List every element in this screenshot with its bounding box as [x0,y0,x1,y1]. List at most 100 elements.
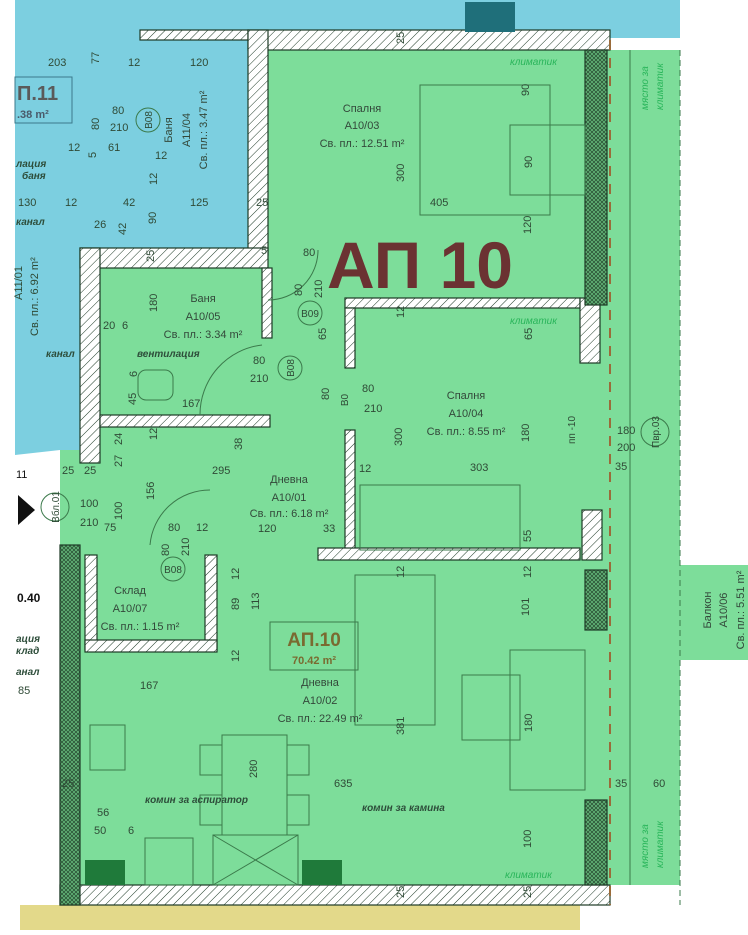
dimension-label: 26 [94,219,106,231]
dimension-label: 130 [18,197,36,209]
neighbor-room-area: Св. пл.: 6.92 m² [29,257,41,336]
dimension-label: 6 [128,825,134,837]
door-tag: B0 [340,393,351,406]
dimension-label: 180 [148,294,160,312]
dimension-label: 12 [155,150,167,162]
door-tag: B08 [164,565,182,576]
dimension-label: 5 [261,245,267,257]
dimension-label: 27 [113,455,125,467]
dimension-label: 180 [520,424,532,442]
furniture [85,2,586,886]
neighbor-area: .38 m² [17,109,49,121]
dimension-label: 203 [48,57,66,69]
storage-vent-note: ация [16,634,40,645]
ac-note: климатик [510,57,558,68]
room-code: A10/03 [345,120,380,132]
dimension-label: 12 [230,568,242,580]
room-area: Св. пл.: 3.47 m² [198,90,210,169]
dimension-label: 80 [160,544,172,556]
room-balcony-a10-06: Балкон A10/06 Св. пл.: 5.51 m² [702,570,747,649]
door-tag: B09 [301,309,319,320]
ac-note: климатик [505,870,553,881]
walls [59,29,681,906]
dimension-label: 210 [110,122,128,134]
channel-note: анал [16,667,40,678]
dimension-label: 33 [323,523,335,535]
room-area: Св. пл.: 3.34 m² [164,329,243,341]
window-tag: Пвр.03 [651,416,662,448]
room-code: A10/01 [272,492,307,504]
room-area: Св. пл.: 5.51 m² [735,570,747,649]
dimension-label: 100 [80,498,98,510]
bath-vent-note: баня [22,170,46,182]
dimension-label: 90 [520,84,532,96]
dimension-label: 89 [230,598,242,610]
room-code: A10/04 [449,408,484,420]
dimension-label: 125 [190,197,208,209]
dimension-label: 35 [615,461,627,473]
apartment-area-box: АП.10 70.42 m² [269,621,359,671]
dimension-label: 80 [293,284,305,296]
room-living-a10-01: Дневна A10/01 Св. пл.: 6.18 m² [250,474,329,520]
dimension-label: 280 [248,760,260,778]
dimension-label: 5 [87,152,99,158]
dimension-label: 6 [122,320,128,332]
dimension-label: 65 [317,328,329,340]
dimension-label: 120 [522,216,534,234]
dimension-label: 303 [470,462,488,474]
dimension-label: 210 [80,517,98,529]
dimension-label: 80 [112,105,124,117]
room-name: Баня [163,117,175,142]
room-name: Баня [190,293,215,305]
room-name: Спалня [447,390,486,402]
dimension-label: 24 [113,433,125,445]
dimension-label: 12 [196,522,208,534]
dimension-label: 50 [94,825,106,837]
room-area: Св. пл.: 6.18 m² [250,508,329,520]
dimension-label: 90 [147,212,159,224]
apartment-big-label: АП 10 [327,228,513,302]
dimension-label: 6 [128,371,140,377]
dimension-label: 80 [303,247,315,259]
room-living-a10-02: Дневна A10/02 Св. пл.: 22.49 m² [278,677,363,725]
hood-chimney-note: комин за аспиратор [145,795,248,806]
ac-place-note: място за [640,66,651,110]
dimension-label: 12 [65,197,77,209]
dimension-label: 75 [104,522,116,534]
dimension-label: 101 [520,598,532,616]
door-tag: B08 [286,359,297,377]
channel-note: канал [16,217,45,228]
dimension-label: 25 [522,886,534,898]
room-bathroom-a11-04: Баня A11/04 Св. пл.: 3.47 m² [163,90,210,169]
dimension-label: 80 [253,355,265,367]
room-name: Склад [114,585,146,597]
dimension-label: 56 [97,807,109,819]
room-area: Св. пл.: 8.55 m² [427,426,506,438]
dimension-label: 180 [617,425,635,437]
dimension-label: 25 [395,32,407,44]
apartment-10-area [20,50,748,930]
dimension-label: 12 [128,57,140,69]
dimension-label: 60 [653,778,665,790]
dimension-label: 100 [113,502,125,520]
axis-mark: 11 [16,469,27,481]
dimension-label: 167 [140,680,158,692]
dimension-label: 85 [18,685,30,697]
dimension-label: 20 [103,320,115,332]
dimension-label: 300 [395,164,407,182]
neighbor-label: П.11 [17,83,58,105]
apartment-area: 70.42 m² [292,655,336,667]
dimension-label: 25 [395,886,407,898]
level-mark: 0.40 [17,591,41,605]
dimension-label: 80 [168,522,180,534]
dimension-label: 210 [180,538,192,556]
entry-arrow-icon [18,495,35,525]
room-code: A10/05 [186,311,221,323]
door-tags: B08 B09 B08 B0 B08 Вбл.01 Пвр.03 пп -10 [40,107,670,582]
room-name: Дневна [301,677,340,689]
room-name: Дневна [270,474,309,486]
ac-place-note: място за [640,824,651,868]
fireplace-chimney-note: комин за камина [362,803,445,814]
dimension-label: 381 [395,717,407,735]
